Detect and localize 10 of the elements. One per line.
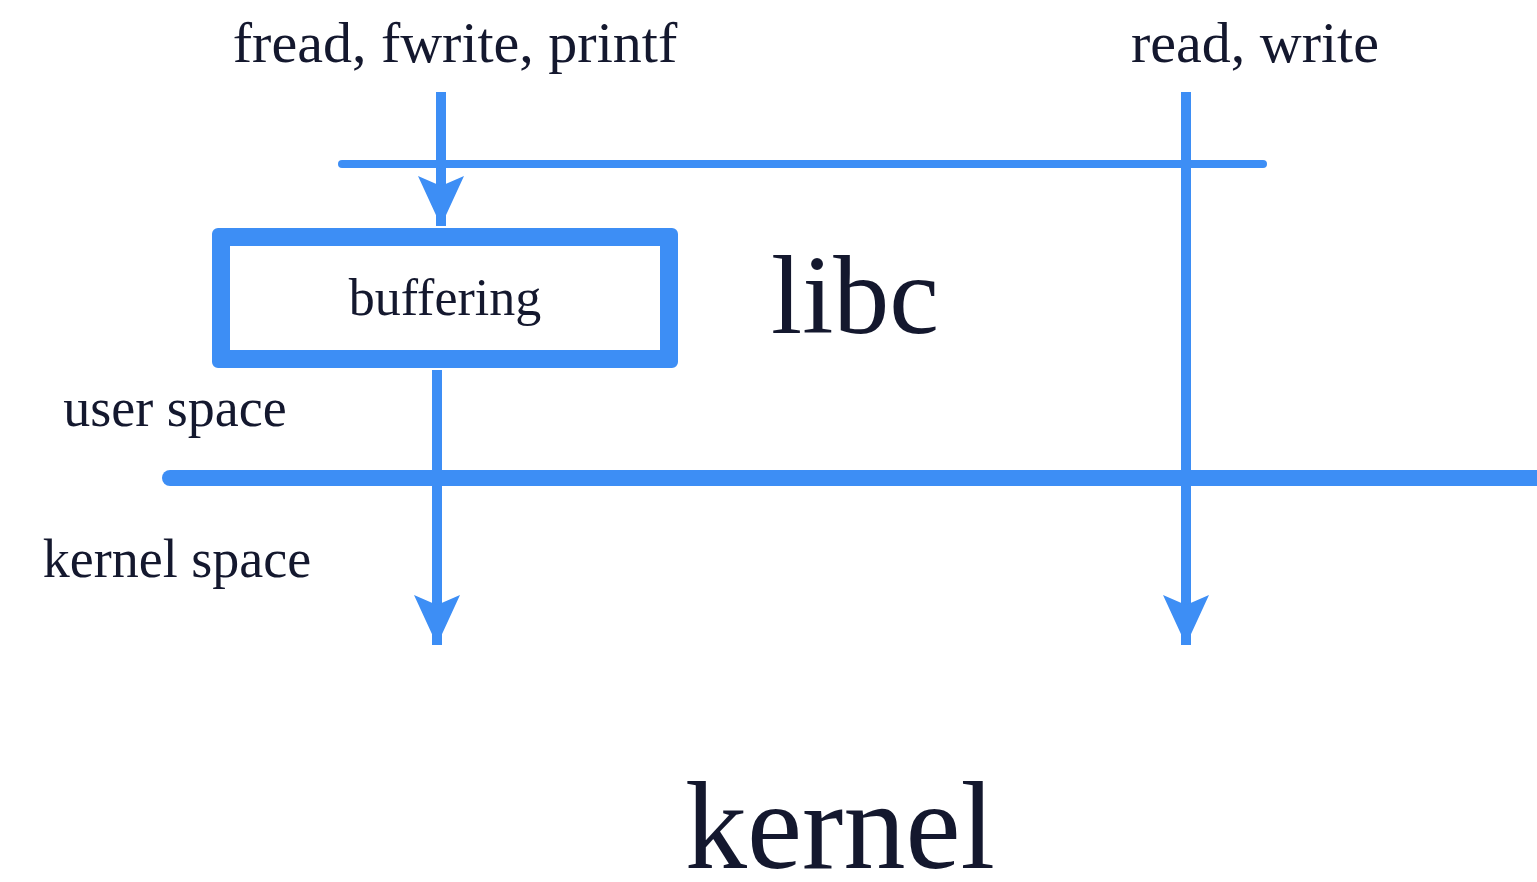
process-box: buffering bbox=[212, 228, 678, 368]
arrow bbox=[418, 92, 464, 226]
function-names: fread, fwrite, printf bbox=[205, 8, 705, 78]
layer-label: user space bbox=[62, 378, 288, 438]
arrow bbox=[414, 370, 460, 645]
layer-label: libc bbox=[770, 240, 940, 350]
layer-label: kernel space bbox=[41, 528, 313, 590]
function-names: read, write bbox=[1110, 8, 1400, 78]
layer-label: kernel bbox=[684, 772, 996, 882]
arrow bbox=[1163, 92, 1209, 645]
